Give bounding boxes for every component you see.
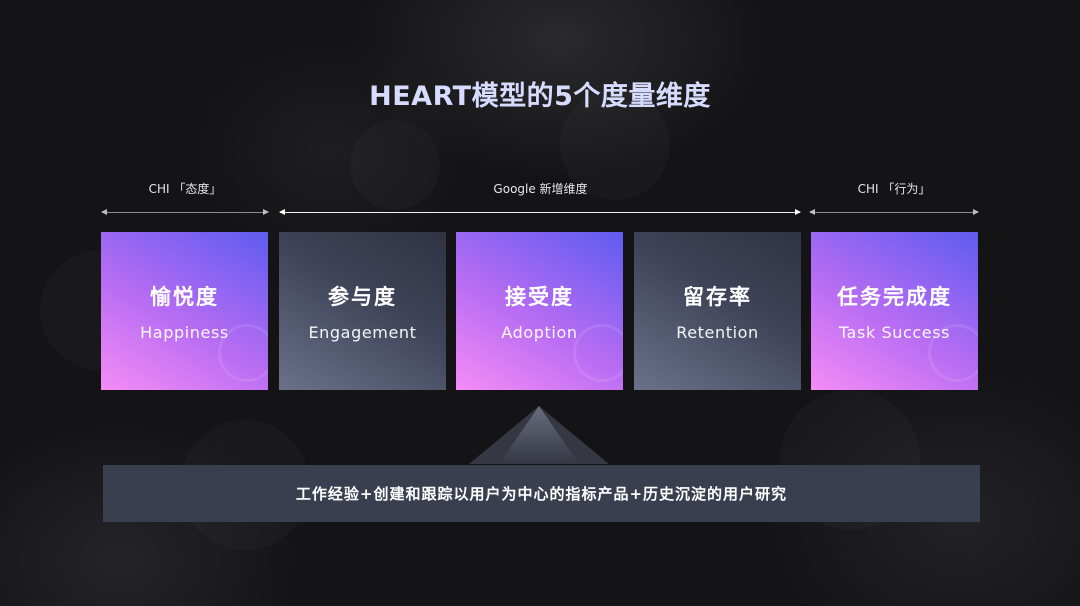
summary-bar: 工作经验+创建和跟踪以用户为中心的指标产品+历史沉淀的用户研究 [103, 465, 980, 522]
card-task-success: 任务完成度 Task Success [811, 232, 978, 390]
card-engagement: 参与度 Engagement [279, 232, 446, 390]
card-title-cn: 留存率 [683, 284, 752, 309]
range-arrow-attitude [101, 209, 269, 215]
check-icon [928, 324, 978, 382]
card-title-en: Adoption [501, 322, 578, 342]
card-title-en: Engagement [308, 322, 417, 342]
card-title-en: Retention [676, 322, 759, 342]
card-adoption: 接受度 Adoption [456, 232, 623, 390]
card-happiness: 愉悦度 Happiness [101, 232, 268, 390]
range-arrow-google [279, 209, 801, 215]
card-title-en: Happiness [140, 322, 229, 342]
pointer-triangle [469, 406, 609, 464]
card-title-cn: 愉悦度 [150, 284, 219, 309]
group-label-chi-behavior: CHI 「行为」 [857, 182, 931, 196]
smile-icon [218, 324, 268, 382]
badge-icon [573, 324, 623, 382]
card-title-cn: 任务完成度 [837, 284, 952, 309]
page-title: HEART模型的5个度量维度 [369, 81, 711, 112]
card-retention: 留存率 Retention [634, 232, 801, 390]
summary-text: 工作经验+创建和跟踪以用户为中心的指标产品+历史沉淀的用户研究 [295, 485, 788, 503]
card-title-en: Task Success [838, 322, 951, 342]
range-arrow-behavior [809, 209, 979, 215]
card-title-cn: 参与度 [328, 284, 397, 309]
group-label-google-new: Google 新增维度 [493, 182, 588, 196]
card-title-cn: 接受度 [505, 284, 574, 309]
group-label-chi-attitude: CHI 「态度」 [148, 182, 222, 196]
